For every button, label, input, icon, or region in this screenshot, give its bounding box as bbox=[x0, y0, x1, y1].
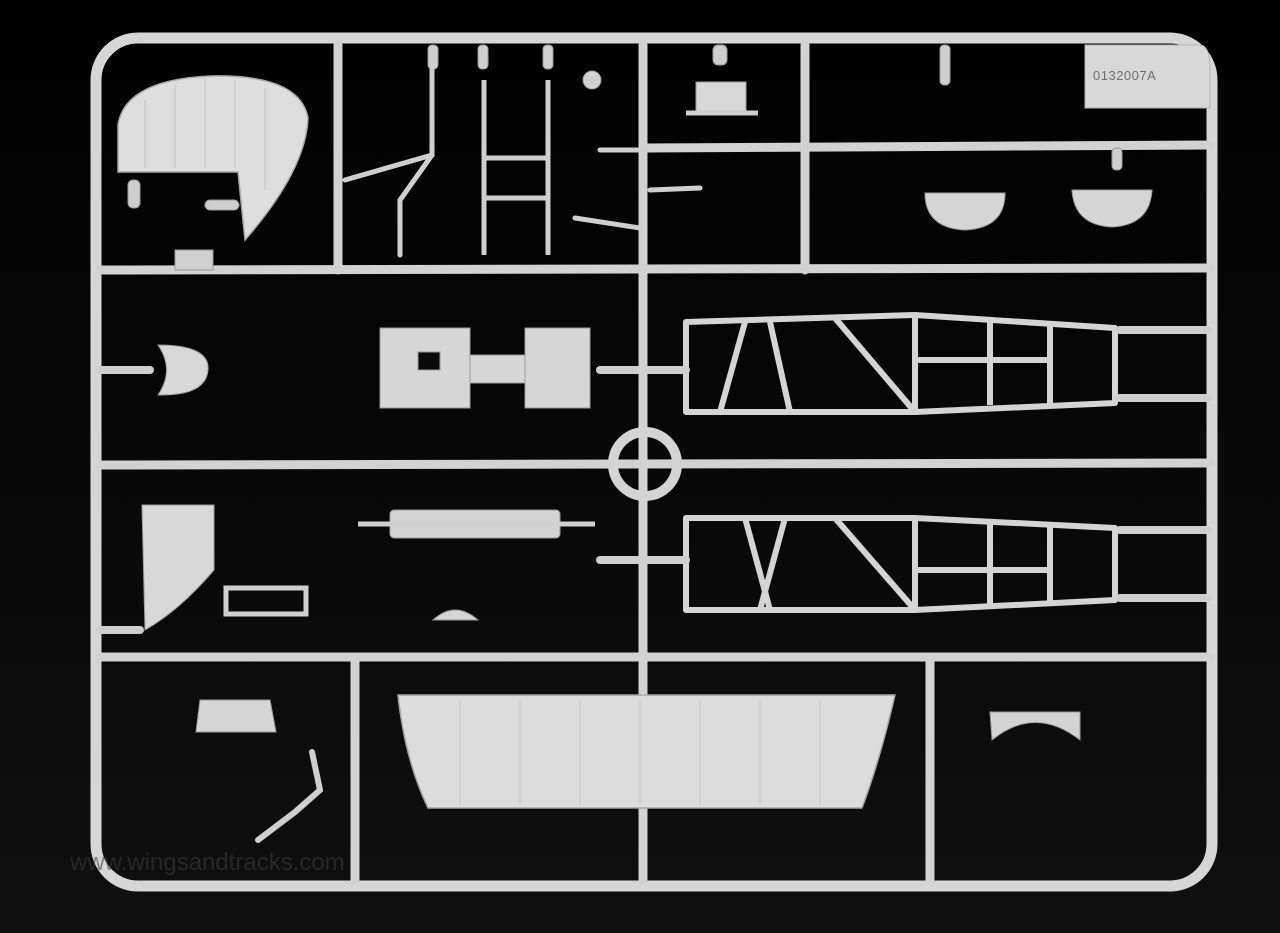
fuselage-frame-upper bbox=[683, 312, 1118, 415]
side-spurs bbox=[96, 326, 1212, 634]
ladder-part bbox=[481, 80, 551, 255]
dome-part-right bbox=[1071, 189, 1153, 228]
half-round-part bbox=[157, 344, 209, 396]
watermark-text: www.wingsandtracks.com bbox=[69, 849, 345, 876]
small-frame-part bbox=[223, 585, 309, 617]
gate-stubs bbox=[127, 44, 1123, 271]
part-number-label: 0132007A bbox=[1093, 68, 1156, 83]
fuselage-frame-lower bbox=[683, 515, 1118, 613]
cap-part bbox=[431, 609, 480, 621]
fairing-part bbox=[117, 75, 309, 242]
small-hub-part bbox=[582, 70, 602, 90]
part-number-plate: 0132007A bbox=[1084, 44, 1211, 109]
wing-panel-part bbox=[397, 694, 896, 809]
tube-part bbox=[358, 509, 595, 539]
floor-plate-part bbox=[379, 327, 591, 409]
strut-parts bbox=[342, 57, 703, 258]
seat-base-part bbox=[195, 699, 277, 733]
dome-part-left bbox=[924, 192, 1006, 231]
bracket-part bbox=[695, 81, 747, 113]
control-stick-part bbox=[255, 749, 324, 843]
arch-part bbox=[989, 711, 1081, 742]
ring-part bbox=[608, 427, 682, 501]
side-panel-part bbox=[141, 504, 215, 631]
horizontal-runners bbox=[95, 140, 1215, 662]
